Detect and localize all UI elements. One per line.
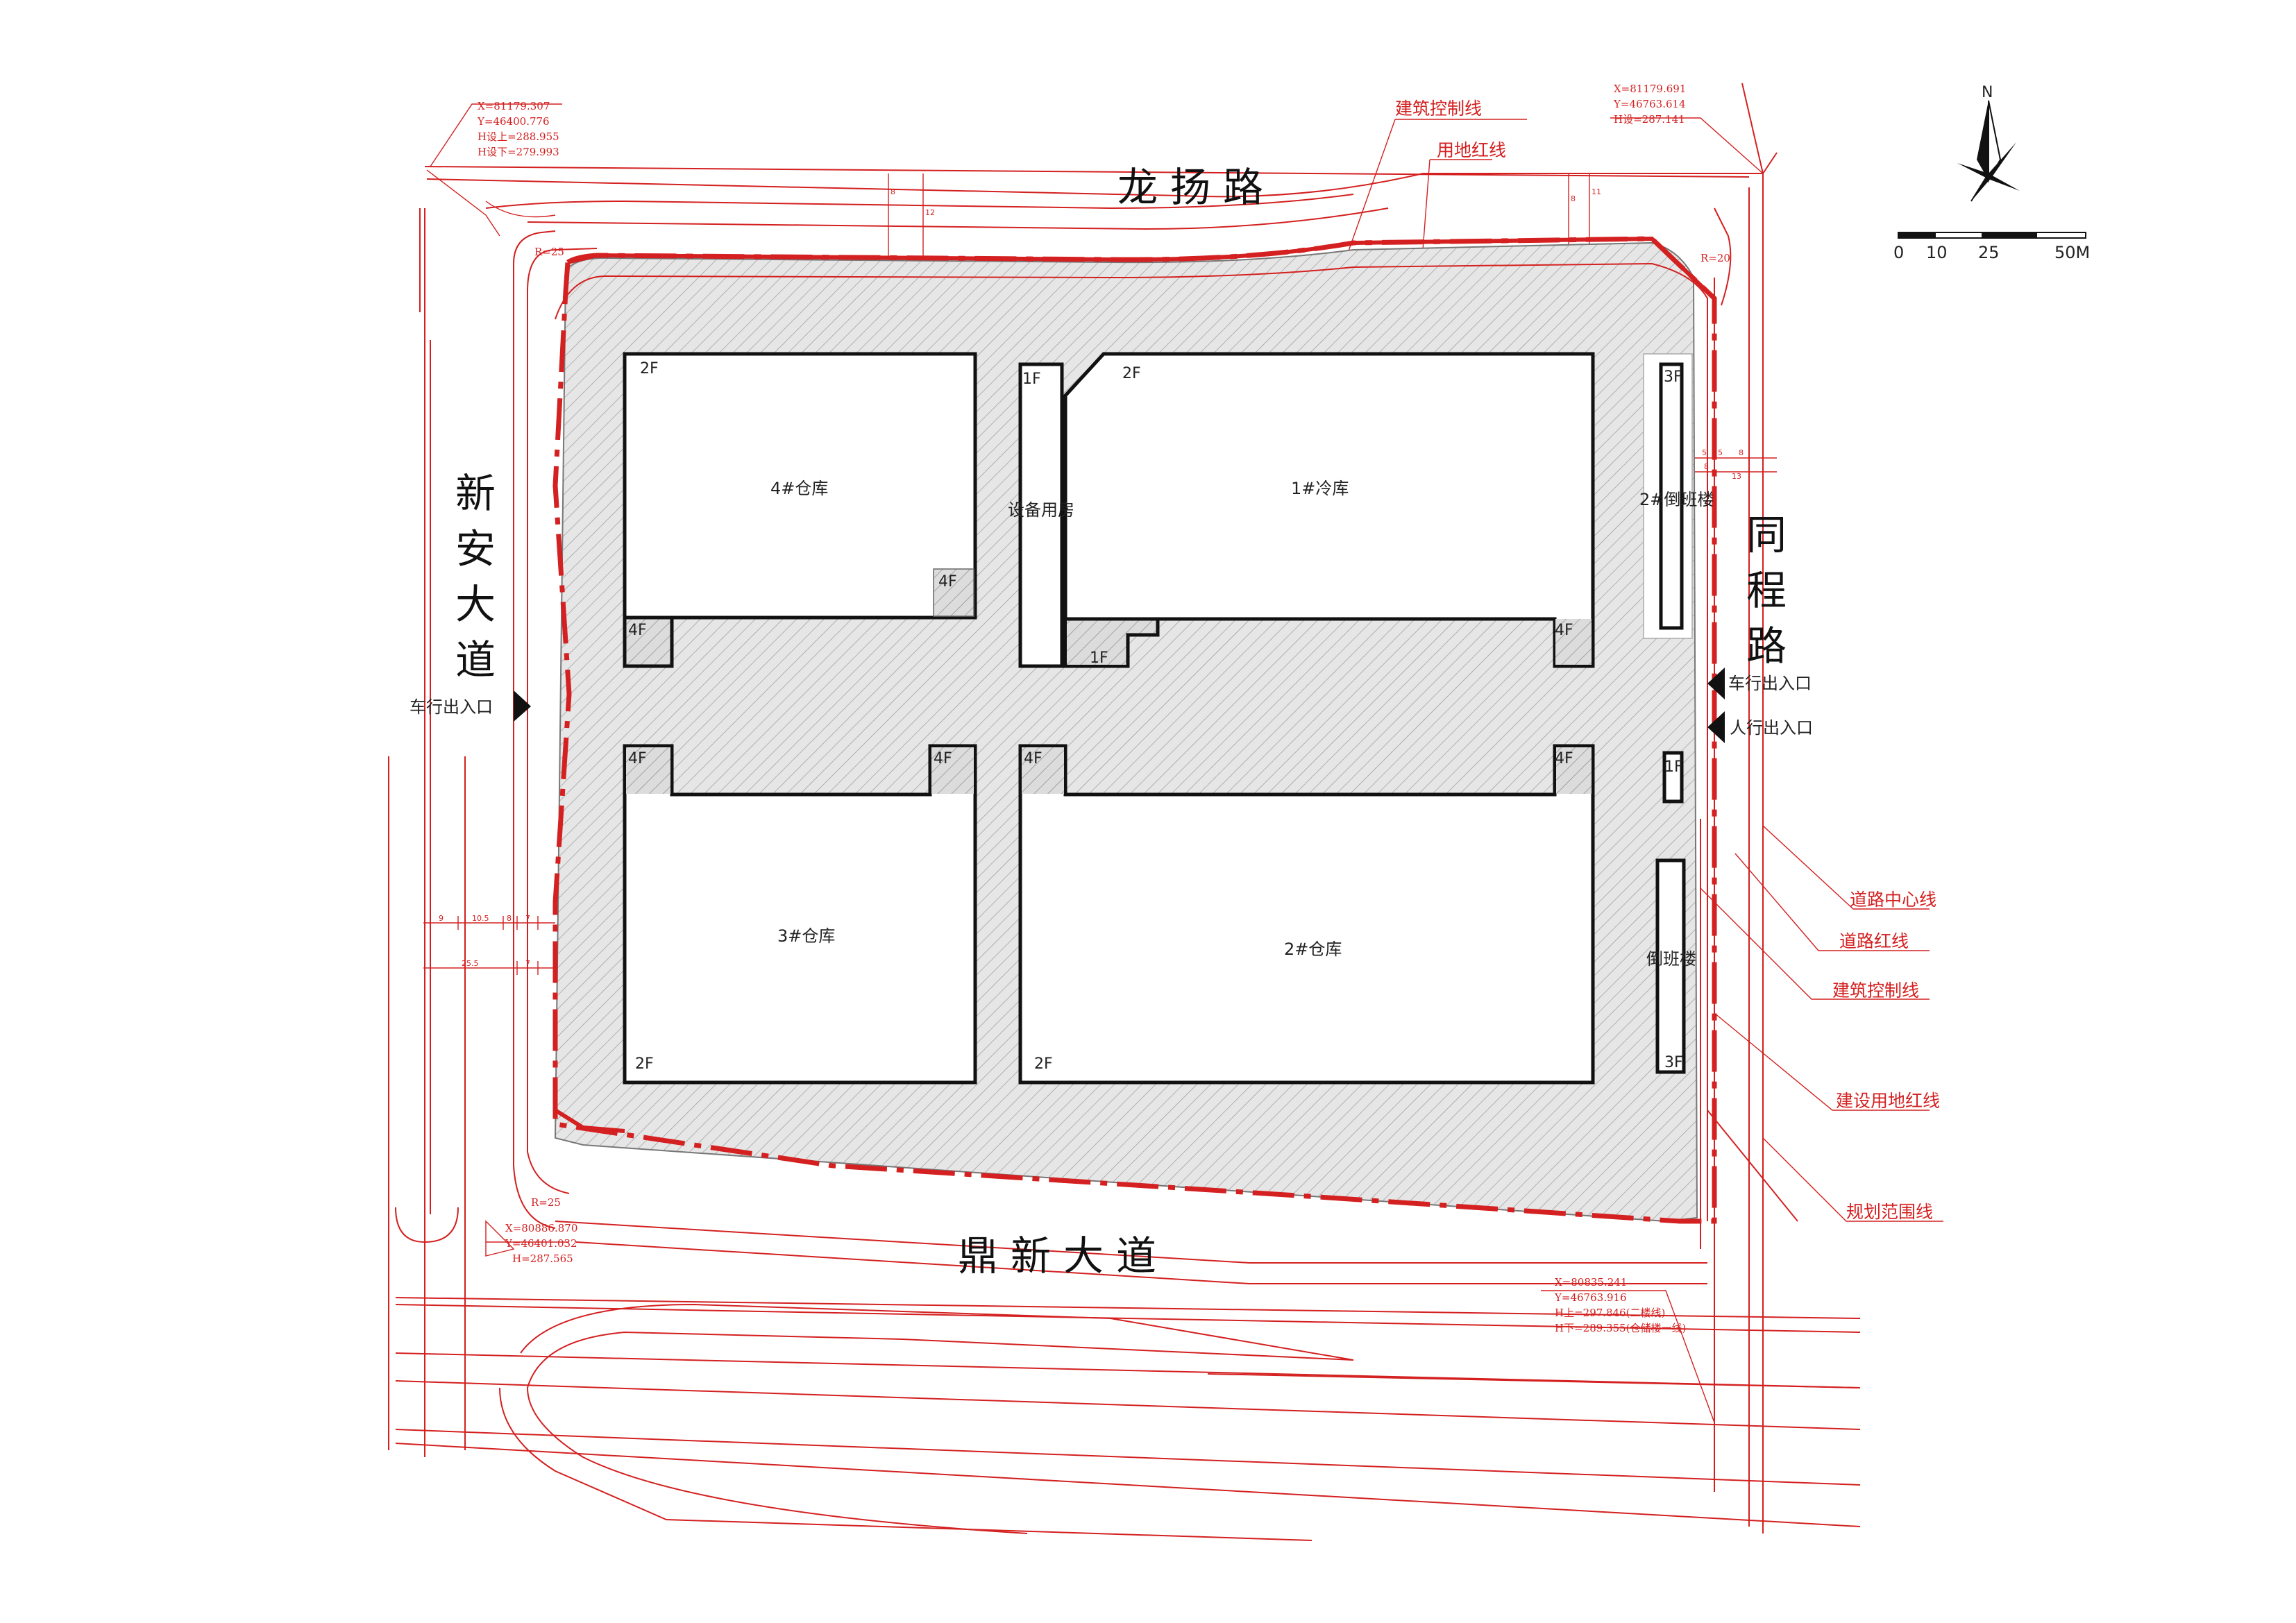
west-vehicle-entrance-label: 车行出入口: [410, 697, 493, 717]
svg-text:7: 7: [525, 959, 530, 968]
svg-text:25.5: 25.5: [462, 959, 479, 968]
svg-text:H设下=279.993: H设下=279.993: [478, 146, 559, 158]
svg-text:10: 10: [1926, 243, 1948, 262]
svg-text:4F: 4F: [1555, 622, 1573, 639]
dorm-2-label: 2#倒班楼: [1639, 490, 1714, 509]
svg-text:0: 0: [1893, 243, 1904, 262]
svg-text:2F: 2F: [640, 360, 659, 377]
west-vehicle-entrance-arrow: [514, 690, 531, 722]
radius-sw: R=25: [531, 1196, 561, 1209]
svg-text:H设上=288.955: H设上=288.955: [478, 130, 559, 143]
road-east-label: 同程路: [1739, 513, 1787, 680]
svg-text:50M: 50M: [2054, 243, 2090, 262]
svg-text:5: 5: [1718, 448, 1723, 457]
dimensions: 9 10.5 8 7 25.5 7 5 5 8 8 13 8 12 8 11: [439, 187, 1744, 968]
svg-text:3F: 3F: [1664, 1054, 1683, 1071]
cold-storage-1-label: 1#冷库: [1291, 479, 1349, 498]
entrances: 车行出入口 车行出入口 人行出入口: [410, 668, 1813, 743]
svg-text:4F: 4F: [628, 750, 647, 767]
legend-road-center: 道路中心线: [1850, 890, 1936, 910]
radius-nw: R=25: [534, 246, 564, 258]
pedestrian-entrance-label: 人行出入口: [1730, 718, 1813, 738]
svg-text:3F: 3F: [1664, 368, 1682, 386]
guard-house-label: 1F: [1664, 758, 1683, 776]
svg-text:7: 7: [525, 914, 530, 923]
svg-text:4F: 4F: [628, 622, 647, 639]
coordinates: X=81179.307 Y=46400.776 H设上=288.955 H设下=…: [477, 83, 1686, 1334]
svg-text:4F: 4F: [938, 573, 957, 590]
svg-text:Y=46763.614: Y=46763.614: [1613, 98, 1686, 110]
floor-labels: 2F 4F 4F 1F 2F 4F 1F 3F 4F 4F 2F 4F 4F 2…: [628, 360, 1683, 1073]
road-west-label: 新安大道: [448, 472, 496, 694]
road-network: [388, 83, 1943, 1541]
svg-text:13: 13: [1732, 472, 1741, 481]
dorm-1-label: 倒班楼: [1646, 949, 1696, 969]
svg-text:Y=46763.916: Y=46763.916: [1554, 1291, 1627, 1304]
svg-text:2F: 2F: [1122, 365, 1141, 382]
road-north-label: 龙扬路: [1117, 164, 1276, 211]
warehouse-4-label: 4#仓库: [770, 479, 828, 498]
buildings: [623, 352, 1693, 1085]
svg-text:8: 8: [1571, 194, 1576, 203]
guard-house: [1662, 751, 1684, 804]
east-vehicle-entrance-label: 车行出入口: [1728, 674, 1812, 693]
svg-text:4F: 4F: [1024, 750, 1043, 767]
equipment-room: [1018, 362, 1064, 668]
svg-text:H下=289.355(仓储楼一线): H下=289.355(仓储楼一线): [1555, 1322, 1686, 1334]
dorm-1: [1655, 858, 1686, 1074]
svg-text:Y=46400.776: Y=46400.776: [477, 115, 550, 128]
svg-text:25: 25: [1978, 243, 2000, 262]
legend: 建筑控制线 用地红线 道路中心线 道路红线 建筑控制线 建设用地红线 规划范围线: [1395, 99, 1940, 1222]
svg-text:9: 9: [439, 914, 444, 923]
legend-road-red: 道路红线: [1839, 931, 1909, 951]
radius-ne: R=20: [1700, 252, 1730, 264]
legend-land-red-top: 用地红线: [1437, 140, 1506, 160]
north-arrow-label: N: [1982, 84, 1993, 101]
build-control-line: [555, 262, 1708, 1221]
legend-build-control: 建筑控制线: [1832, 980, 1919, 1001]
east-vehicle-entrance-arrow: [1707, 668, 1725, 699]
svg-text:X=81179.691: X=81179.691: [1614, 83, 1686, 95]
svg-text:4F: 4F: [934, 750, 952, 767]
svg-text:2F: 2F: [635, 1055, 654, 1073]
warehouse-4: [623, 352, 977, 668]
north-arrow: N: [1957, 84, 2020, 202]
dorm-2: [1659, 362, 1684, 630]
svg-text:H设=287.141: H设=287.141: [1614, 113, 1685, 126]
svg-text:5: 5: [1702, 448, 1707, 457]
svg-text:1F: 1F: [1090, 649, 1108, 667]
equipment-room-label: 设备用房: [1008, 500, 1074, 520]
svg-text:X=80835.241: X=80835.241: [1555, 1276, 1627, 1289]
svg-text:4F: 4F: [1555, 750, 1573, 767]
svg-text:11: 11: [1592, 187, 1601, 196]
road-south-label: 鼎新大道: [958, 1232, 1169, 1280]
warehouse-2-label: 2#仓库: [1284, 940, 1342, 959]
scale-bar: 0 10 25 50M: [1893, 232, 2090, 262]
svg-text:8: 8: [1704, 462, 1709, 471]
legend-planning: 规划范围线: [1846, 1202, 1933, 1222]
svg-text:H上=297.846(二楼线): H上=297.846(二楼线): [1555, 1307, 1665, 1319]
svg-text:H=287.565: H=287.565: [512, 1252, 573, 1265]
svg-text:X=80886.870: X=80886.870: [505, 1222, 577, 1234]
svg-text:8: 8: [890, 187, 895, 196]
svg-text:X=81179.307: X=81179.307: [478, 100, 550, 112]
warehouse-2: [1018, 744, 1595, 1085]
svg-text:10.5: 10.5: [472, 914, 489, 923]
legend-build-control-top: 建筑控制线: [1395, 99, 1482, 119]
warehouse-3: [623, 744, 977, 1085]
warehouse-3-label: 3#仓库: [777, 926, 835, 946]
svg-text:12: 12: [925, 208, 935, 217]
svg-text:8: 8: [507, 914, 512, 923]
svg-text:2F: 2F: [1034, 1055, 1053, 1073]
pedestrian-entrance-arrow: [1707, 711, 1725, 743]
svg-text:Y=46401.032: Y=46401.032: [505, 1237, 577, 1250]
svg-text:1F: 1F: [1022, 371, 1041, 388]
svg-text:8: 8: [1739, 448, 1744, 457]
legend-site-red: 建设用地红线: [1836, 1091, 1940, 1111]
